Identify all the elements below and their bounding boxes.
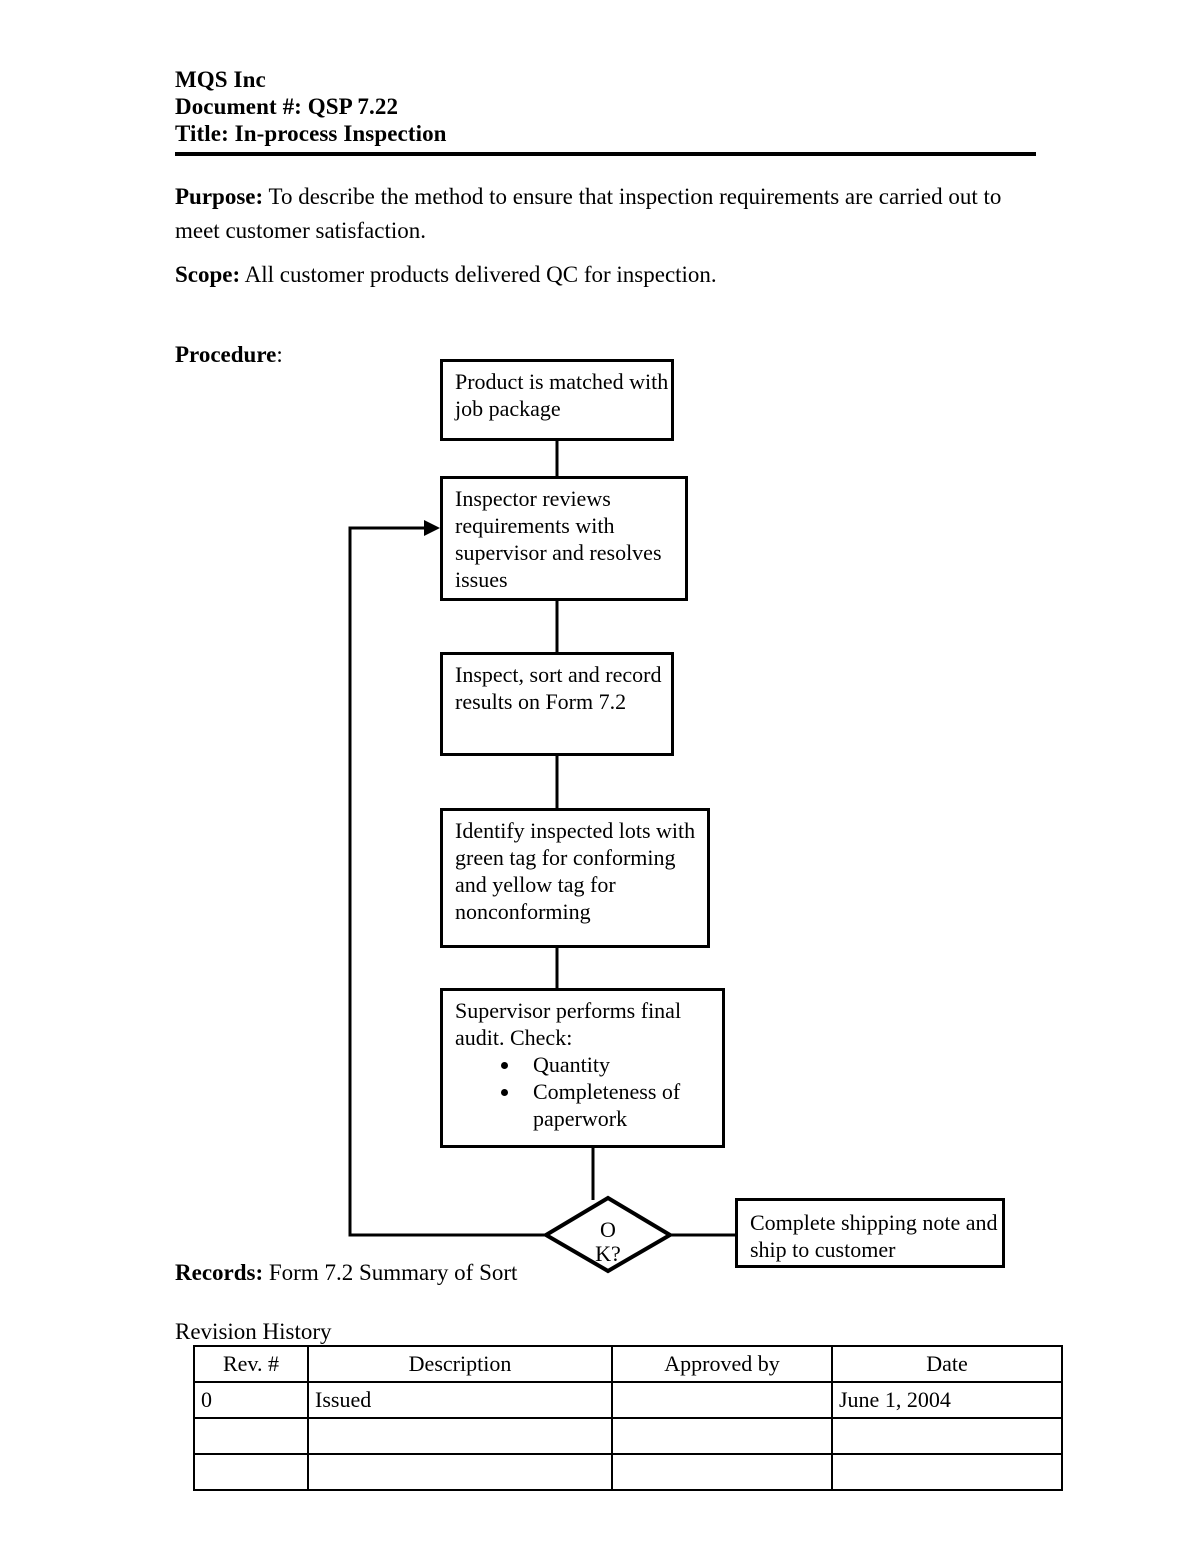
table-row: 0 Issued June 1, 2004 [193, 1381, 1063, 1419]
scope-section: Scope: All customer products delivered Q… [175, 258, 1041, 292]
records-text: Form 7.2 Summary of Sort [263, 1260, 518, 1285]
cell-approved-by [611, 1381, 833, 1419]
flow-decision-ok-line2: K? [595, 1241, 621, 1266]
cell-description: Issued [307, 1381, 613, 1419]
revision-history-label: Revision History [175, 1319, 332, 1344]
document-header: MQS Inc Document #: QSP 7.22 Title: In-p… [175, 66, 1035, 147]
procedure-label-text: Procedure [175, 342, 277, 367]
table-row [193, 1453, 1063, 1491]
column-header-rev: Rev. # [193, 1345, 309, 1383]
flow-box-supervisor-audit-intro: Supervisor performs final audit. Check: [455, 998, 682, 1050]
header-divider [175, 152, 1036, 156]
scope-text: All customer products delivered QC for i… [240, 262, 717, 287]
records-section: Records: Form 7.2 Summary of Sort [175, 1258, 517, 1288]
flow-box-inspector-reviews-text: Inspector reviews requirements with supe… [455, 486, 662, 592]
document-title: Title: In-process Inspection [175, 121, 447, 146]
cell-rev [193, 1417, 309, 1455]
cell-description [307, 1417, 613, 1455]
flow-box-product-matched: Product is matched with job package [440, 359, 674, 441]
cell-date [831, 1453, 1063, 1491]
cell-rev: 0 [193, 1381, 309, 1419]
cell-approved-by [611, 1453, 833, 1491]
flow-box-supervisor-audit-bullet: Quantity [501, 1051, 722, 1078]
flow-box-inspector-reviews: Inspector reviews requirements with supe… [440, 476, 688, 601]
flow-box-supervisor-audit-bullet-list: Quantity Completeness of paperwork [455, 1051, 722, 1132]
revision-history-table: Rev. # Description Approved by Date 0 Is… [193, 1345, 1063, 1491]
company-name: MQS Inc [175, 67, 266, 92]
flow-box-identify-lots: Identify inspected lots with green tag f… [440, 808, 710, 948]
flow-decision-ok-label: O K? [545, 1218, 671, 1266]
cell-approved-by [611, 1417, 833, 1455]
records-label: Records: [175, 1260, 264, 1285]
scope-label: Scope: [175, 262, 241, 287]
table-row [193, 1417, 1063, 1455]
flow-box-product-matched-text: Product is matched with job package [455, 369, 669, 421]
table-header-row: Rev. # Description Approved by Date [193, 1345, 1063, 1383]
purpose-label: Purpose: [175, 184, 264, 209]
flow-box-complete-shipping: Complete shipping note and ship to custo… [735, 1198, 1005, 1268]
flow-box-complete-shipping-text: Complete shipping note and ship to custo… [750, 1210, 998, 1262]
cell-date [831, 1417, 1063, 1455]
cell-date: June 1, 2004 [831, 1381, 1063, 1419]
flow-decision-ok-line1: O [600, 1217, 616, 1242]
procedure-label: Procedure: [175, 340, 283, 370]
purpose-section: Purpose: To describe the method to ensur… [175, 180, 1041, 248]
flow-box-supervisor-audit: Supervisor performs final audit. Check: … [440, 988, 725, 1148]
flow-box-inspect-sort-record: Inspect, sort and record results on Form… [440, 652, 674, 756]
document-number: Document #: QSP 7.22 [175, 94, 399, 119]
cell-description [307, 1453, 613, 1491]
purpose-text: To describe the method to ensure that in… [175, 184, 1002, 243]
flow-box-identify-lots-text: Identify inspected lots with green tag f… [455, 818, 696, 924]
flow-box-inspect-sort-record-text: Inspect, sort and record results on Form… [455, 662, 662, 714]
flow-box-supervisor-audit-bullet: Completeness of paperwork [501, 1078, 722, 1132]
column-header-date: Date [831, 1345, 1063, 1383]
cell-rev [193, 1453, 309, 1491]
column-header-description: Description [307, 1345, 613, 1383]
procedure-label-colon: : [276, 342, 283, 367]
column-header-approved-by: Approved by [611, 1345, 833, 1383]
